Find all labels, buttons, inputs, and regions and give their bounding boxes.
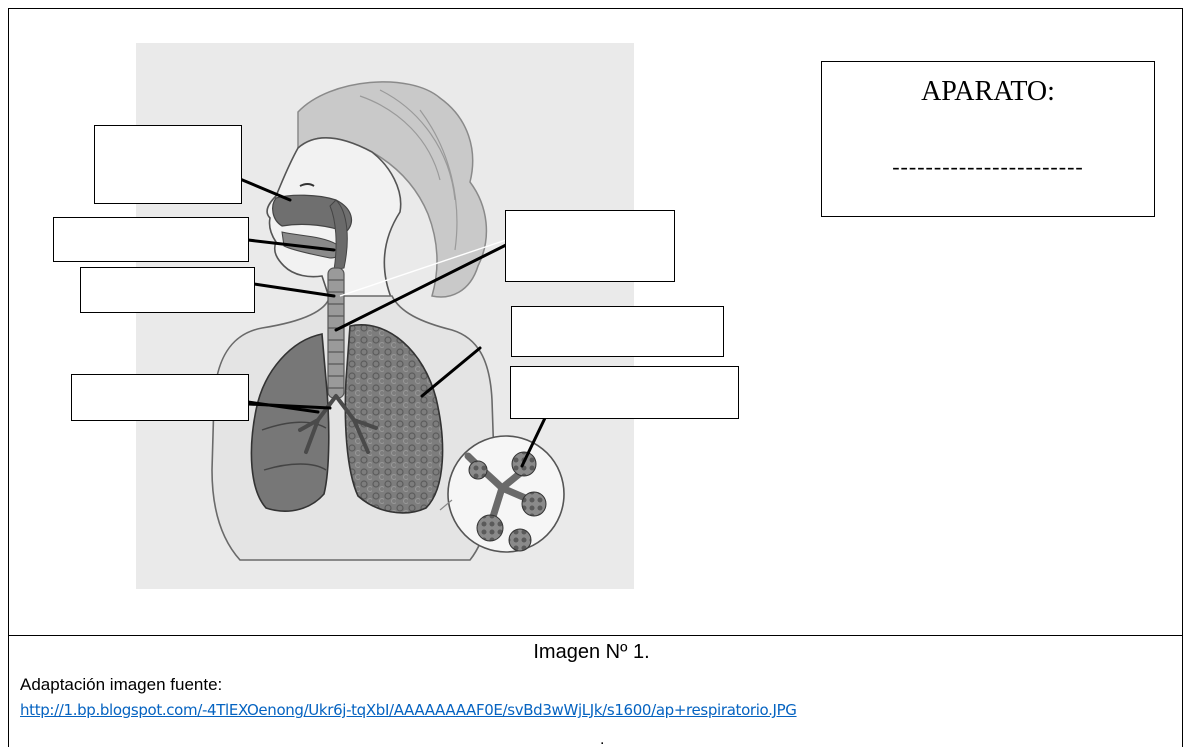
source-link[interactable]: http://1.bp.blogspot.com/-4TlEXOenong/Uk…	[20, 701, 797, 719]
label-box-3[interactable]	[80, 267, 255, 313]
aparato-box: APARATO: -----------------------	[821, 61, 1155, 217]
label-box-5[interactable]	[511, 306, 724, 357]
alveoli-magnified	[448, 436, 564, 552]
aparato-title: APARATO:	[822, 76, 1154, 108]
trailing-mark: .	[600, 731, 604, 749]
trachea	[328, 268, 344, 398]
label-box-6[interactable]	[71, 374, 249, 421]
label-box-4[interactable]	[505, 210, 675, 282]
label-box-2[interactable]	[53, 217, 249, 262]
image-caption: Imagen Nº 1.	[0, 641, 1183, 664]
aparato-answer-line[interactable]: -----------------------	[822, 154, 1154, 180]
source-label: Adaptación imagen fuente:	[20, 675, 222, 695]
label-box-7[interactable]	[510, 366, 739, 419]
label-box-1[interactable]	[94, 125, 242, 204]
